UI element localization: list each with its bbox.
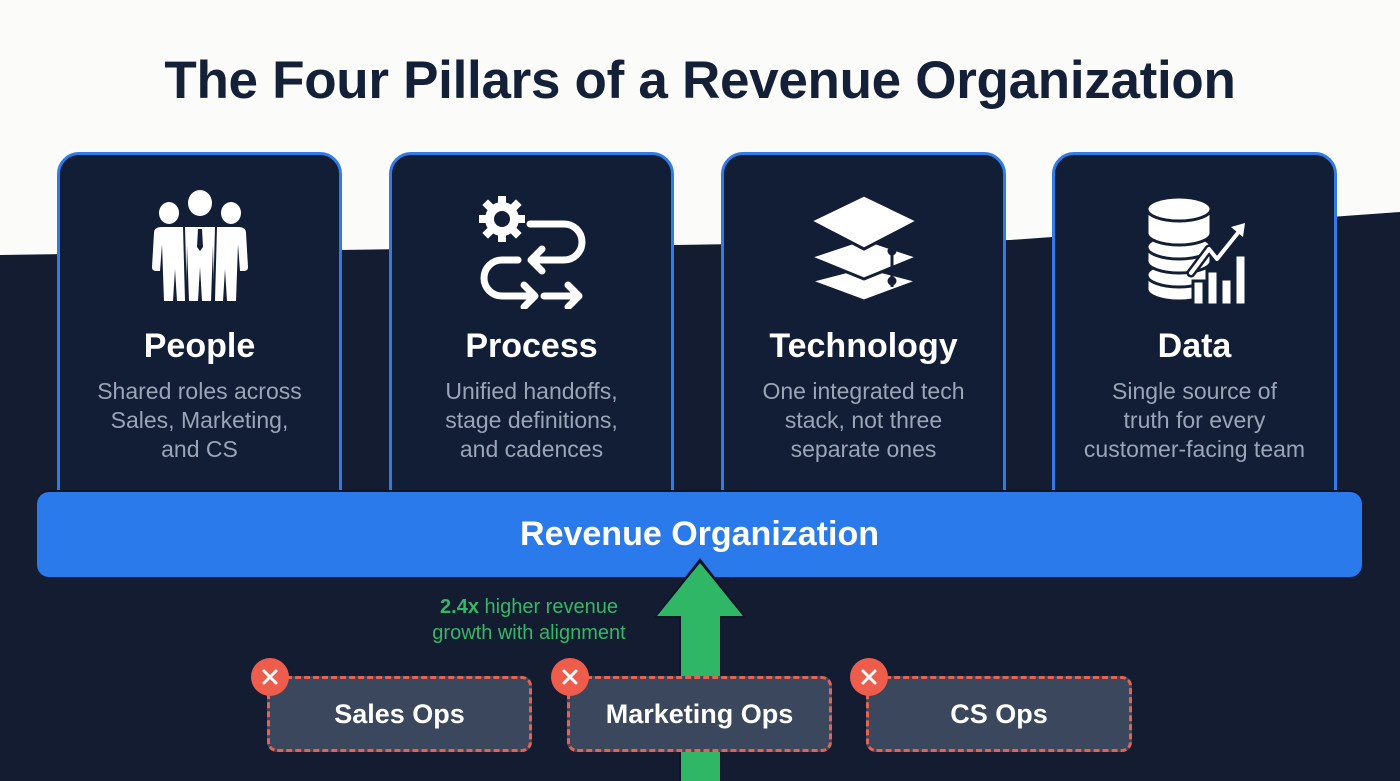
pillar-name: Process bbox=[465, 327, 598, 365]
silo-label: Marketing Ops bbox=[605, 698, 794, 729]
pillar-name: Technology bbox=[769, 327, 958, 365]
stat-text-line2: growth with alignment bbox=[432, 622, 626, 644]
pillar-description: Shared roles across Sales, Marketing, an… bbox=[97, 378, 302, 462]
x-icon bbox=[251, 658, 289, 696]
silo-cs-ops: CS Ops bbox=[866, 676, 1132, 752]
silo-sales-ops: Sales Ops bbox=[267, 676, 532, 752]
growth-arrow-icon bbox=[654, 558, 746, 781]
process-flow-icon bbox=[478, 196, 585, 309]
database-chart-icon bbox=[1145, 195, 1247, 307]
pillar-card-technology: Technology One integrated tech stack, no… bbox=[721, 152, 1006, 512]
page-title: The Four Pillars of a Revenue Organizati… bbox=[164, 51, 1236, 110]
x-icon bbox=[850, 658, 888, 696]
silo-label: CS Ops bbox=[950, 698, 1048, 729]
pillar-card-data: Data Single source of truth for every cu… bbox=[1052, 152, 1337, 512]
pillar-name: Data bbox=[1157, 327, 1232, 365]
pillar-name: People bbox=[143, 327, 256, 365]
stat-text: higher revenue bbox=[478, 596, 618, 618]
pillar-card-process: Process Unified handoffs, stage definiti… bbox=[389, 152, 674, 512]
silo-label: Sales Ops bbox=[334, 698, 465, 729]
x-icon bbox=[551, 658, 589, 696]
growth-arrow-tip-icon bbox=[679, 558, 721, 585]
silo-marketing-ops: Marketing Ops bbox=[567, 676, 832, 752]
growth-stat: 2.4x higher revenue growth with alignmen… bbox=[398, 594, 660, 646]
layers-stack-icon bbox=[808, 193, 919, 303]
pillar-description: Single source of truth for every custome… bbox=[1083, 378, 1306, 462]
stat-highlight: 2.4x bbox=[440, 596, 479, 618]
pillar-description: One integrated tech stack, not three sep… bbox=[762, 378, 965, 462]
pillar-card-people: People Shared roles across Sales, Market… bbox=[57, 152, 342, 512]
team-icon bbox=[151, 190, 248, 302]
pillar-description: Unified handoffs, stage definitions, and… bbox=[445, 378, 618, 462]
